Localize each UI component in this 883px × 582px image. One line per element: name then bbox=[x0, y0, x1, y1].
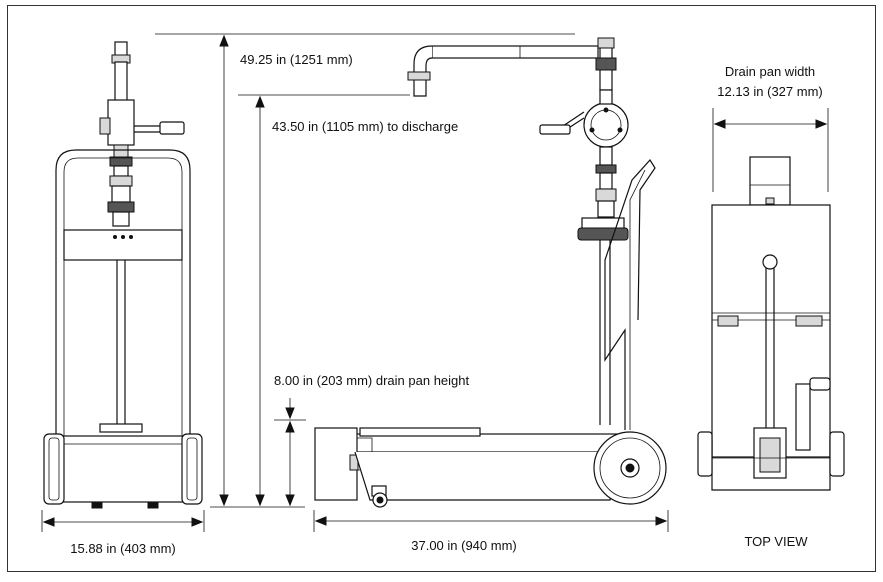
drain-pan-width-title: Drain pan width bbox=[725, 64, 815, 79]
drain-pan-height-label: 8.00 in (203 mm) drain pan height bbox=[274, 373, 470, 388]
height-dimension-lines bbox=[155, 33, 575, 508]
top-view-drawing bbox=[697, 156, 845, 491]
length-label: 37.00 in (940 mm) bbox=[411, 538, 517, 553]
overall-height-label: 49.25 in (1251 mm) bbox=[240, 52, 353, 67]
front-width-label: 15.88 in (403 mm) bbox=[70, 541, 176, 556]
discharge-height-label: 43.50 in (1105 mm) to discharge bbox=[272, 119, 458, 134]
front-view-drawing bbox=[43, 41, 203, 509]
length-dimension bbox=[313, 510, 669, 532]
top-view-label: TOP VIEW bbox=[744, 534, 808, 549]
drain-pan-width-value: 12.13 in (327 mm) bbox=[717, 84, 823, 99]
front-width-dimension bbox=[41, 510, 205, 532]
drain-pan-width-dimension bbox=[712, 108, 829, 192]
side-view-drawing bbox=[314, 37, 667, 508]
frame-border bbox=[7, 5, 876, 572]
